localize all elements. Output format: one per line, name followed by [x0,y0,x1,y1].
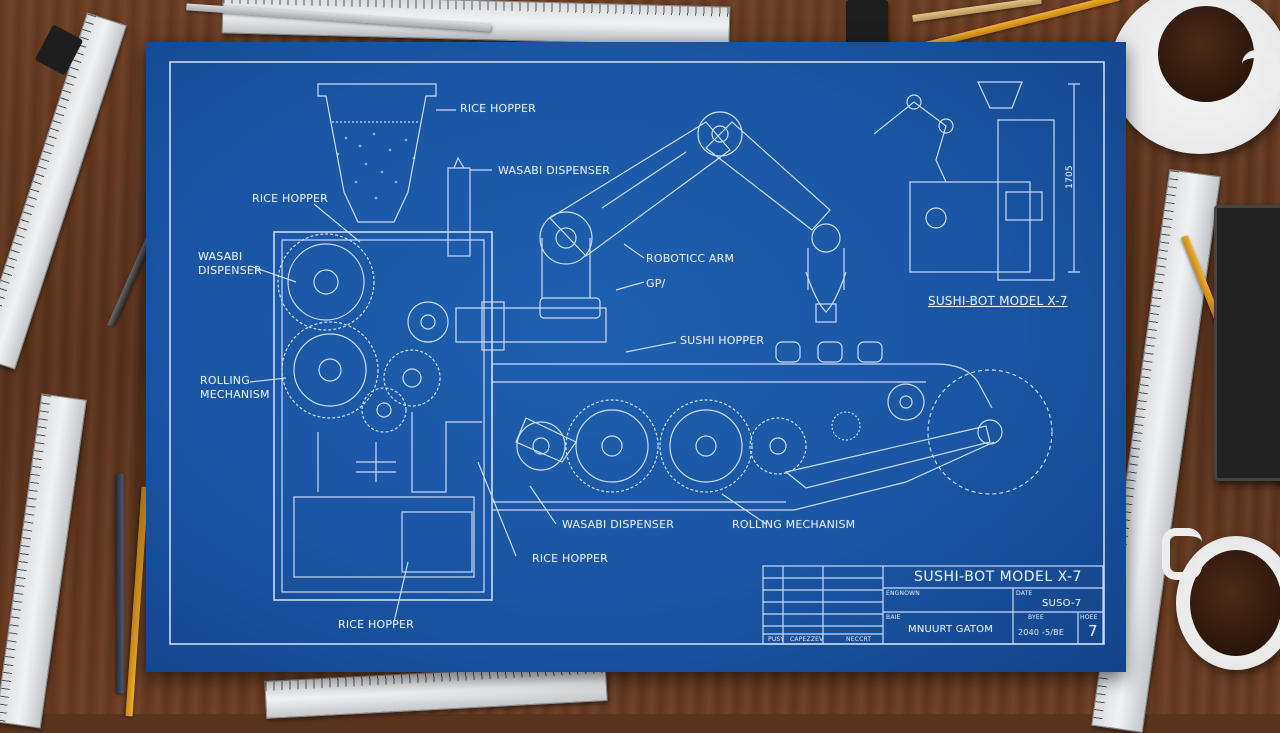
top-right-coffee [1158,6,1254,102]
title-block-col-1: PUSY [768,636,785,643]
blueprint-drawing [169,61,1105,645]
label-rolling-left-1: ROLLING [200,374,250,387]
dimension-label: 1705 [1064,165,1075,189]
title-block-sheet-value: 7 [1088,622,1098,640]
label-wasabi-left-2: DISPENSER [198,264,262,277]
title-block-name-label: BAIE [886,614,901,621]
title-block-col-3: NECCRT [846,636,872,643]
bottom-right-coffee [1190,550,1280,656]
title-block-sheet-label: HOEE [1080,614,1098,621]
top-right-cup-handle [1242,50,1280,100]
label-rolling-left-2: MECHANISM [200,388,270,401]
label-rice-hopper-mid: RICE HOPPER [532,552,609,565]
drafting-tool-case [1214,205,1280,481]
title-block-title: SUSHI-BOT MODEL X-7 [914,569,1082,585]
title-block-name-value: MNUURT GATOM [908,624,994,635]
eraser [846,0,888,46]
label-wasabi-dispenser-top: WASABI DISPENSER [498,164,611,177]
label-wasabi-left-1: WASABI [198,250,243,263]
label-gp: GP/ [646,277,666,290]
label-wasabi-bottom: WASABI DISPENSER [562,518,675,531]
label-rice-hopper-top: RICE HOPPER [460,102,537,115]
title-block-engineer-label: ENGNOWN [886,590,920,597]
inset-caption: SUSHI-BOT MODEL X-7 [928,294,1068,308]
label-rice-hopper-left: RICE HOPPER [252,192,329,205]
label-robotic-arm: ROBOTICC ARM [646,252,735,265]
title-block-size-label: BYEE [1028,614,1044,621]
label-sushi-hopper: SUSHI HOPPER [680,334,765,347]
bottom-right-cup-handle [1162,528,1202,580]
title-block-date-value: SUSO-7 [1042,598,1082,609]
blueprint-sheet: RICE HOPPER WASABI DISPENSER RICE HOPPER… [146,42,1126,672]
title-block-size-value: 2040 -5/BE [1018,628,1065,637]
bottom-left-pencil-dark [116,473,124,694]
label-rice-hopper-bottom: RICE HOPPER [338,618,415,631]
title-block-col-2: CAPEZZEV [790,636,824,643]
title-block-date-label: DATE [1016,590,1033,597]
label-rolling-bottom: ROLLING MECHANISM [732,518,856,531]
